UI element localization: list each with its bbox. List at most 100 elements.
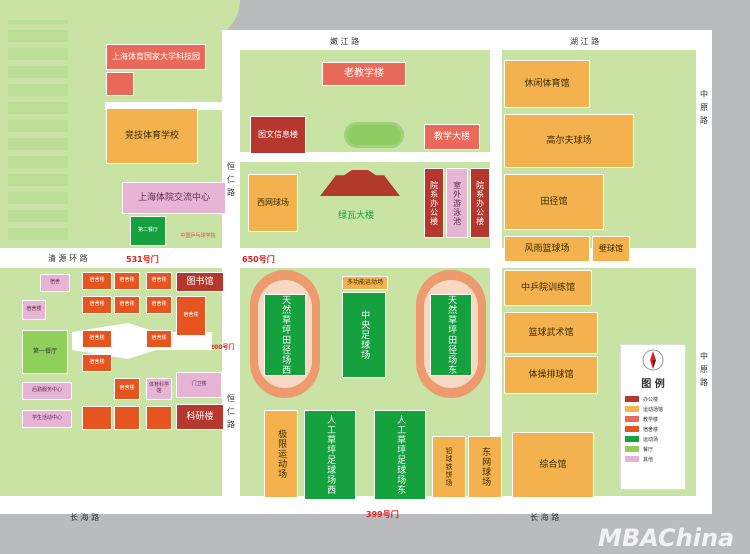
legend-swatch	[625, 396, 639, 402]
building-dorm-3[interactable]: 宿舍楼	[82, 296, 112, 314]
building-dorm-0[interactable]: 宿舍	[40, 274, 70, 292]
building-science-park[interactable]: 上海体育国家大学科技园	[106, 44, 206, 70]
building-dorm-9[interactable]: 宿舍楼	[82, 330, 112, 348]
building-dorm-5[interactable]: 宿舍楼	[146, 296, 172, 314]
label-lvwa[interactable]: 绿瓦大楼	[338, 211, 375, 221]
building-exchange-center[interactable]: 上海体院交流中心	[122, 182, 226, 214]
field-extreme[interactable]: 极限运动场	[264, 410, 298, 498]
legend-swatch	[625, 416, 639, 422]
building-jingji-school[interactable]: 竞技体育学校	[106, 108, 198, 164]
legend-item: 餐厅	[625, 444, 681, 454]
road-label-zhongyuan-bottom: 中原路	[700, 352, 708, 387]
legend-title: 图 例	[641, 379, 665, 390]
legend-swatch	[625, 426, 639, 432]
building-research[interactable]: 科研楼	[176, 404, 224, 430]
building-multi-sport[interactable]: 多功能运动场	[342, 276, 388, 290]
road-label-pujiang-right: 湖 江 路	[570, 37, 600, 46]
outer-area-bottom	[0, 512, 750, 554]
building-old-teaching[interactable]: 老教学楼	[322, 62, 406, 86]
field-artificial-west[interactable]: 人工草坪足球场西	[304, 410, 356, 500]
building-gym-small[interactable]: 体育科学馆	[146, 378, 172, 400]
label-table-tennis-school: 中国乒乓球学院	[180, 233, 216, 240]
lvwa-roof	[320, 170, 400, 196]
compass-icon	[642, 349, 664, 371]
field-artificial-east[interactable]: 人工草坪足球场东	[374, 410, 426, 500]
legend-box: 图 例 办公楼运动场馆教学楼宿舍楼运动场餐厅其他	[620, 344, 686, 490]
legend-item: 办公楼	[625, 394, 681, 404]
field-central-football[interactable]: 中央足球场	[342, 292, 386, 378]
field-natural-east[interactable]: 天然草坪田径场东	[430, 294, 472, 376]
building-dorm-4[interactable]: 宿舍楼	[114, 296, 140, 314]
legend-swatch	[625, 406, 639, 412]
building-library-info[interactable]: 图文信息楼	[250, 116, 306, 154]
legend-item: 其他	[625, 454, 681, 464]
road-label-changhai-right: 长 海 路	[530, 513, 560, 522]
legend-swatch	[625, 456, 639, 462]
building-west-tennis[interactable]: 西网球场	[248, 174, 298, 232]
outer-area-right	[712, 0, 750, 554]
building-gym-volley[interactable]: 体操排球馆	[504, 356, 598, 394]
building-pink-small[interactable]: 宿舍楼	[22, 300, 46, 320]
building-dorm-1[interactable]: 宿舍楼	[82, 272, 112, 290]
fountain-lawn	[344, 122, 404, 148]
legend-item: 运动场	[625, 434, 681, 444]
legend-item: 宿舍楼	[625, 424, 681, 434]
building-dorm-12[interactable]: 宿舍楼	[114, 378, 140, 400]
building-student-center[interactable]: 学生活动中心	[22, 410, 72, 428]
building-leisure[interactable]: 休闲体育馆	[504, 60, 590, 108]
road-label-pujiang-left: 嫩 江 路	[330, 37, 360, 46]
road-changhai	[0, 496, 712, 514]
building-wall-ball[interactable]: 壁球馆	[592, 236, 630, 262]
building-golf[interactable]: 高尔夫球场	[504, 114, 634, 168]
legend-swatch	[625, 436, 639, 442]
gate-650: 650号门	[242, 255, 275, 264]
watermark: MBAChina	[598, 524, 735, 552]
building-second-restaurant[interactable]: 第二餐厅	[130, 216, 166, 246]
building-west-gate[interactable]: 门卫楼	[176, 372, 222, 398]
building-dorm-13[interactable]	[82, 406, 112, 430]
road-inner-vertical	[490, 50, 502, 496]
building-wind-rain-basket[interactable]: 风雨篮球场	[504, 236, 590, 262]
field-east-tennis[interactable]: 东网球场	[468, 436, 502, 498]
legend-label: 运动场	[643, 436, 659, 443]
field-natural-west[interactable]: 天然草坪田径场西	[264, 294, 306, 376]
building-dorm-6[interactable]: 宿舍楼	[146, 272, 172, 290]
building-science-park-annex[interactable]	[106, 72, 134, 96]
field-shot-discus[interactable]: 铅球铁饼场	[432, 436, 466, 498]
building-health-center[interactable]: 后勤服务中心	[22, 382, 72, 400]
building-dorm-14[interactable]	[114, 406, 140, 430]
road-hengren	[222, 30, 240, 514]
legend-label: 运动场馆	[643, 406, 664, 413]
legend-item: 教学楼	[625, 414, 681, 424]
legend-label: 宿舍楼	[643, 426, 659, 433]
building-dorm-11[interactable]: 宿舍楼	[146, 330, 172, 348]
building-track-hall[interactable]: 田径馆	[504, 174, 604, 230]
road-label-hengren-top: 恒仁路	[227, 162, 235, 197]
road-left-upper	[105, 102, 230, 110]
building-pingpong-training[interactable]: 中乒院训练馆	[504, 270, 592, 306]
gate-200: 200号门	[210, 344, 235, 351]
building-first-restaurant[interactable]: 第一餐厅	[22, 330, 68, 374]
legend-item: 运动场馆	[625, 404, 681, 414]
road-label-hengren-bottom: 恒仁路	[227, 394, 235, 429]
gate-531: 531号门	[126, 255, 159, 264]
trees-left	[8, 20, 68, 240]
outer-area-top-right	[190, 0, 750, 30]
building-library[interactable]: 图书馆	[176, 272, 224, 292]
road-inner-horizontal	[240, 152, 490, 162]
building-basket-wushu[interactable]: 篮球武术馆	[504, 312, 598, 354]
building-teaching[interactable]: 教学大楼	[424, 124, 480, 150]
building-outdoor-pool[interactable]: 室外游泳池	[446, 168, 468, 238]
building-dorm-15[interactable]	[146, 406, 172, 430]
building-dorm-10[interactable]: 宿舍楼	[82, 354, 112, 372]
building-dept-office-right[interactable]: 院系办公楼	[470, 168, 490, 238]
building-comprehensive[interactable]: 综合馆	[512, 432, 594, 498]
building-dorm-7[interactable]: 宿舍楼	[176, 296, 206, 336]
gate-399: 399号门	[366, 510, 399, 519]
road-label-changhai-left: 长 海 路	[70, 513, 100, 522]
legend-label: 餐厅	[643, 446, 654, 453]
legend-label: 教学楼	[643, 416, 659, 423]
building-dorm-2[interactable]: 宿舍楼	[114, 272, 140, 290]
building-dept-office-left[interactable]: 院系办公楼	[424, 168, 444, 238]
